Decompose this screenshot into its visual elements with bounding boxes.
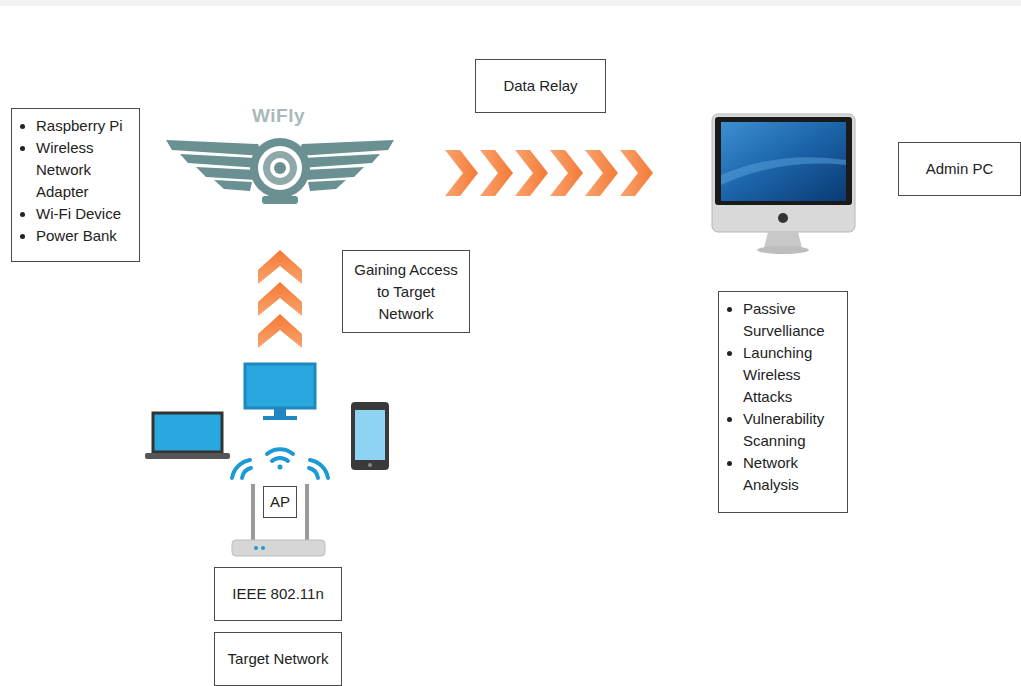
standard-box: IEEE 802.11n (214, 567, 342, 621)
list-item: Wi-Fi Device (36, 203, 133, 225)
box-text: AP (270, 491, 290, 513)
box-text: Gaining Access to Target Network (351, 259, 461, 325)
chevron (258, 250, 302, 284)
bullet-list: Raspberry PiWireless Network AdapterWi-F… (16, 115, 133, 247)
chevron (258, 314, 302, 348)
chevron (550, 150, 583, 196)
client-devices (145, 364, 389, 470)
capability-list: Passive SurvellianceLaunching Wireless A… (718, 291, 848, 513)
list-item: Vulnerability Scanning (743, 408, 841, 452)
list-item: Power Bank (36, 225, 133, 247)
relay-box: Data Relay (475, 59, 606, 113)
top-strip (0, 0, 1021, 6)
component-list: Raspberry PiWireless Network AdapterWi-F… (11, 108, 140, 262)
chevron (445, 150, 478, 196)
access-point-router (232, 484, 325, 556)
box-text: Admin PC (926, 158, 994, 180)
list-item: Passive Survelliance (743, 298, 841, 342)
admin-pc-box: Admin PC (898, 142, 1021, 196)
chevron (258, 282, 302, 316)
logo-text: WiFly (252, 105, 305, 127)
chevron (585, 150, 618, 196)
admin-pc-monitor (712, 114, 855, 254)
list-item: Wireless Network Adapter (36, 137, 133, 203)
chevron (480, 150, 513, 196)
access-chevrons (258, 250, 302, 348)
list-item: Network Analysis (743, 452, 841, 496)
ap-box: AP (263, 486, 297, 518)
chevron (515, 150, 548, 196)
box-text: IEEE 802.11n (232, 583, 323, 605)
target-box: Target Network (214, 632, 342, 686)
data-relay-chevrons (445, 150, 653, 196)
bullet-list: Passive SurvellianceLaunching Wireless A… (723, 298, 841, 496)
wifly-logo (166, 138, 394, 204)
box-text: Data Relay (503, 75, 577, 97)
chevron (620, 150, 653, 196)
list-item: Launching Wireless Attacks (743, 342, 841, 408)
wifi-signal (232, 449, 328, 478)
list-item: Raspberry Pi (36, 115, 133, 137)
box-text: Target Network (228, 648, 329, 670)
access-box: Gaining Access to Target Network (342, 250, 470, 333)
